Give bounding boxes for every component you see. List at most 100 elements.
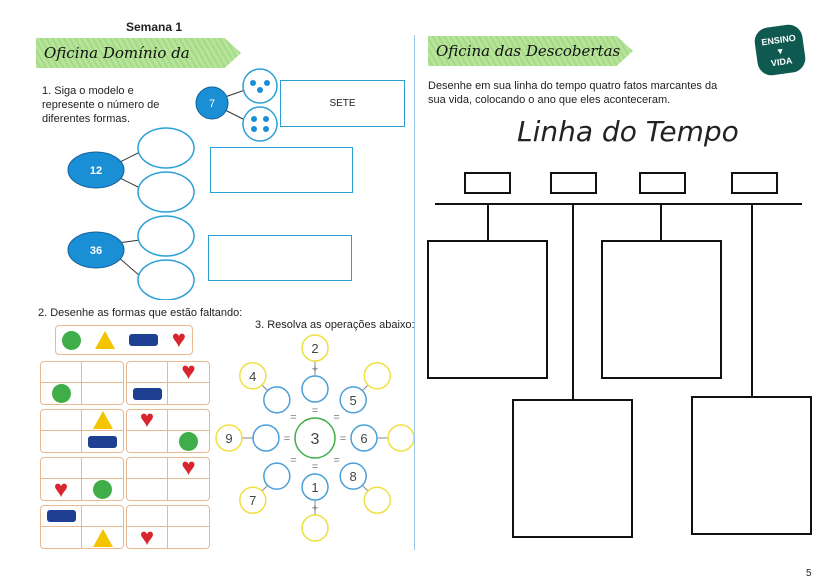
event-box-2[interactable] [512, 399, 633, 538]
inner-value-br: 8 [350, 469, 357, 484]
event-box-3[interactable] [601, 240, 722, 379]
grid-cell[interactable] [82, 383, 123, 404]
grid-cell[interactable] [82, 458, 123, 479]
year-box-2[interactable] [550, 172, 597, 194]
ensino-vida-logo: ENSINO▾VIDA [752, 22, 808, 78]
event-box-1[interactable] [427, 240, 548, 379]
grid-cell[interactable]: ♥ [168, 358, 209, 385]
grid-cell[interactable] [82, 431, 123, 452]
equals-sign: = [312, 461, 318, 473]
plus-sign: + [312, 364, 318, 376]
connector [487, 204, 489, 240]
page-number: 5 [806, 568, 812, 579]
answer-box-36[interactable] [208, 235, 352, 281]
grid-cell[interactable] [168, 479, 209, 500]
shape-grid[interactable]: ♥ [126, 408, 210, 453]
grid-cell[interactable] [127, 506, 168, 527]
question-1: 1. Siga o modelo e represente o número d… [42, 85, 160, 125]
question-3: 3. Resolva as operações abaixo: [255, 319, 415, 331]
outer-circle-top[interactable] [301, 334, 329, 362]
year-box-4[interactable] [731, 172, 778, 194]
inner-circle-right[interactable] [350, 424, 378, 452]
year-box-1[interactable] [464, 172, 511, 194]
equals-sign: = [333, 455, 339, 467]
grid-cell[interactable] [41, 431, 82, 452]
grid-cell[interactable]: ♥ [168, 456, 209, 480]
inner-circle-br[interactable] [339, 462, 367, 490]
shape-grid[interactable]: ♥ [126, 505, 210, 549]
outer-circle-bottom[interactable] [301, 514, 329, 542]
grid-cell[interactable] [127, 431, 168, 452]
triangle-shape [94, 331, 115, 349]
equals-sign: = [290, 455, 296, 467]
grid-cell[interactable] [41, 458, 82, 479]
answer-box-12[interactable] [210, 147, 353, 193]
grid-cell[interactable] [82, 410, 123, 431]
plus-sign: + [312, 503, 318, 515]
year-box-3[interactable] [639, 172, 686, 194]
outer-circle-br[interactable] [363, 486, 391, 514]
outer-circle-left[interactable] [215, 424, 243, 452]
grid-cell[interactable] [41, 506, 82, 527]
grid-cell[interactable] [168, 383, 209, 404]
grid-cell[interactable] [82, 506, 123, 527]
inner-circle-top[interactable] [301, 375, 329, 403]
grid-cell[interactable] [127, 479, 168, 500]
inner-circle-left[interactable] [252, 424, 280, 452]
inner-circle-tl[interactable] [263, 386, 291, 414]
connector [751, 204, 753, 396]
circle-shape [93, 480, 112, 499]
shape-grid[interactable]: ♥ [126, 456, 210, 501]
outer-circle-bl[interactable] [239, 486, 267, 514]
inner-circle-tr[interactable] [339, 386, 367, 414]
grid-cell[interactable] [41, 410, 82, 431]
shape-grid[interactable] [40, 361, 124, 405]
grid-cell[interactable] [41, 362, 82, 383]
grid-cell[interactable]: ♥ [127, 408, 168, 432]
circle-shape [61, 330, 81, 350]
model-word-box: SETE [280, 80, 405, 127]
outer-circle-tl[interactable] [239, 362, 267, 390]
week-label: Semana 1 [126, 20, 183, 34]
grid-cell[interactable]: ♥ [41, 477, 82, 501]
page-divider [414, 35, 415, 550]
shape-grid[interactable] [40, 505, 124, 549]
inner-circle-bottom[interactable] [301, 473, 329, 501]
heart-shape: ♥ [171, 326, 187, 353]
grid-cell[interactable] [127, 458, 168, 479]
grid-cell[interactable] [127, 362, 168, 383]
timeline-instructions: Desenhe em sua linha do tempo quatro fat… [428, 80, 718, 106]
timeline-title: Linha do Tempo [517, 115, 739, 148]
grid-cell[interactable] [82, 527, 123, 548]
grid-cell[interactable]: ♥ [127, 525, 168, 549]
center-value: 3 [311, 431, 320, 448]
heart-shape: ♥ [181, 358, 196, 385]
grid-cell[interactable] [82, 479, 123, 500]
grid-cell[interactable] [127, 383, 168, 404]
rectangle-shape [132, 387, 162, 400]
grid-cell[interactable] [41, 383, 82, 404]
connector [362, 485, 369, 492]
outer-value-bl: 7 [249, 493, 256, 508]
grid-cell[interactable] [168, 410, 209, 431]
grid-cell[interactable] [168, 506, 209, 527]
event-box-4[interactable] [691, 396, 812, 535]
grid-cell[interactable] [168, 527, 209, 548]
shape-grid[interactable]: ♥ [40, 457, 124, 501]
connector [261, 384, 268, 391]
grid-cell[interactable] [41, 527, 82, 548]
grid-cell[interactable] [82, 362, 123, 383]
outer-circle-right[interactable] [387, 424, 415, 452]
outer-circle-tr[interactable] [363, 362, 391, 390]
question-2: 2. Desenhe as formas que estão faltando: [38, 307, 243, 319]
discoveries-banner: Oficina das Descobertas [428, 36, 633, 66]
math-banner: Oficina Domínio da Matemática [36, 38, 241, 68]
number-12: 12 [90, 165, 102, 177]
shape-grid[interactable] [40, 409, 124, 453]
inner-circle-bl[interactable] [263, 462, 291, 490]
circle-shape [179, 432, 198, 451]
grid-cell[interactable] [168, 431, 209, 452]
shape-grid[interactable]: ♥ [126, 358, 210, 405]
